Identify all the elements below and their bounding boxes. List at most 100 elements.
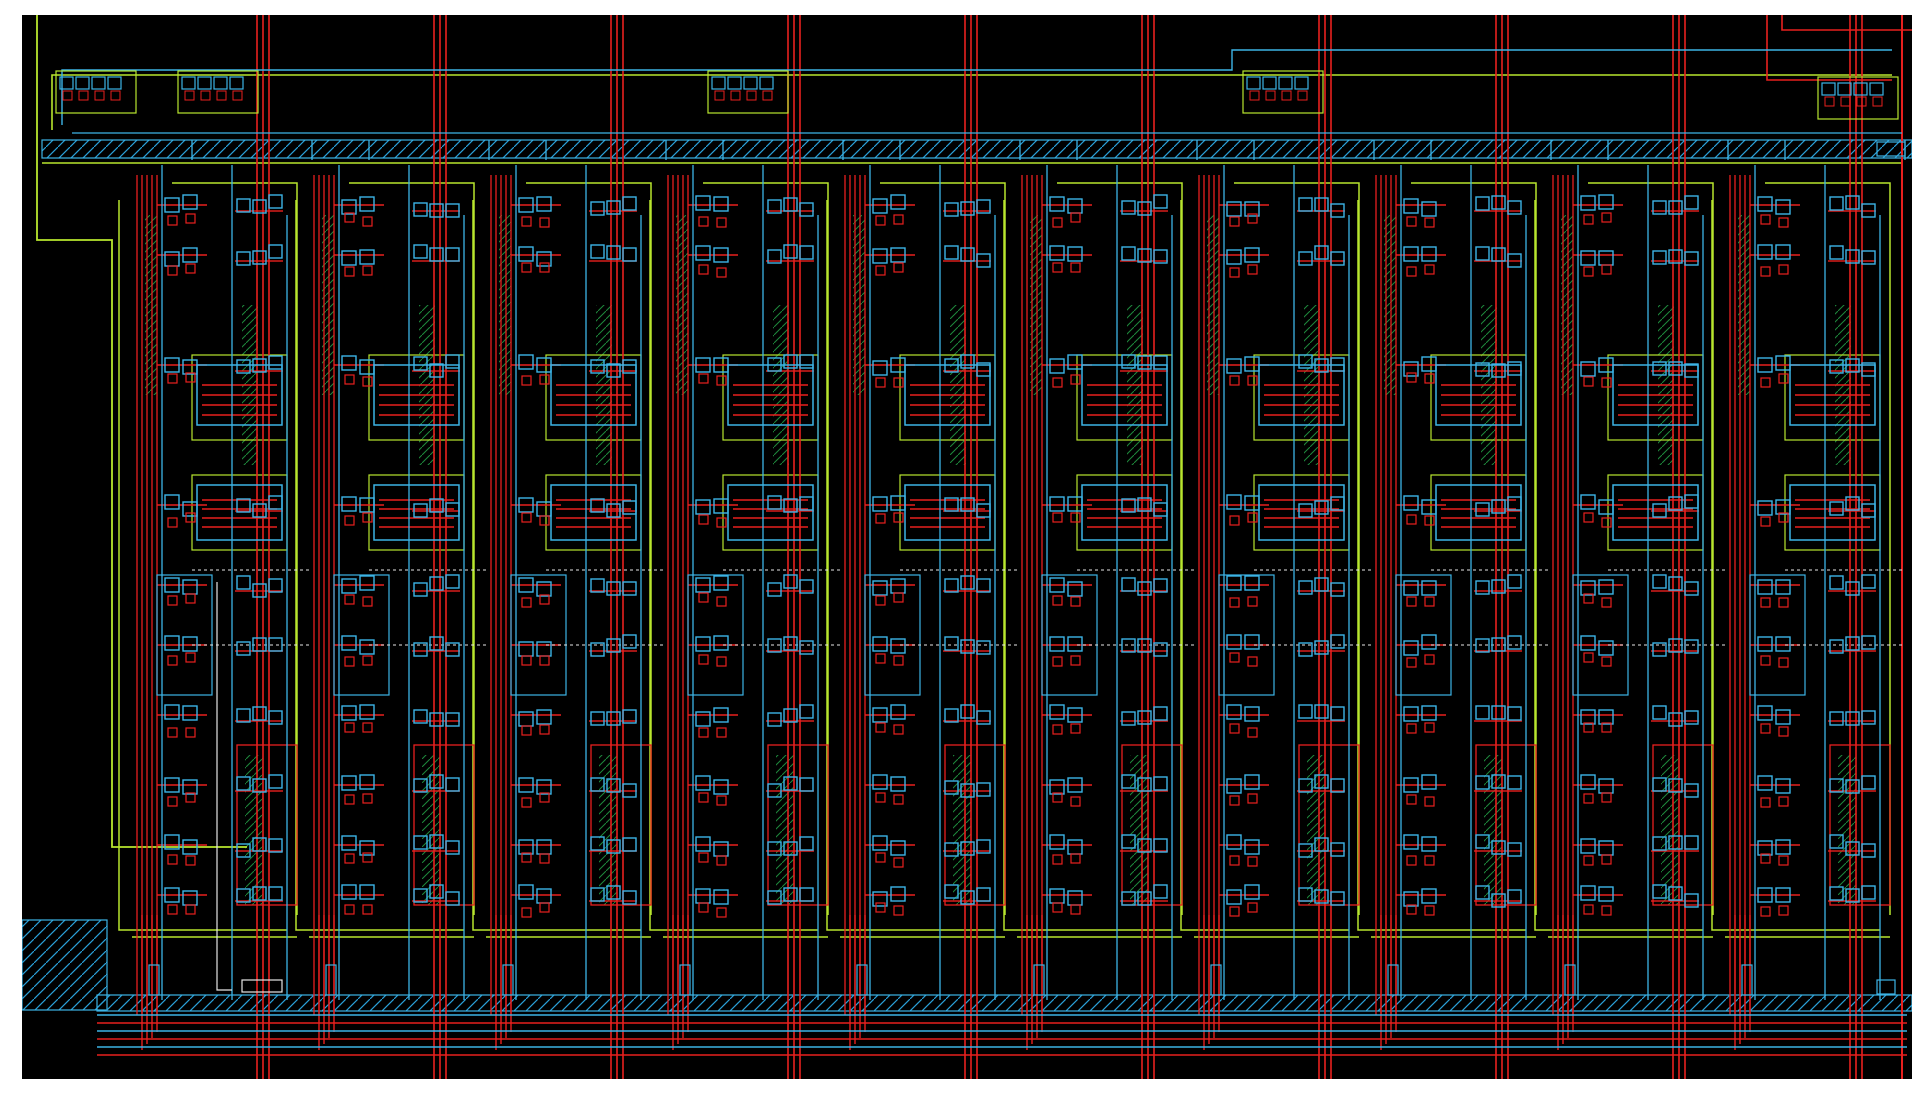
cell-r-4-1-2 xyxy=(976,253,991,268)
cell-r-8-8-1 xyxy=(1668,835,1683,850)
cell-l-3-3-1 xyxy=(713,498,729,514)
bus-tap-6 xyxy=(1210,964,1222,996)
block-b-1 xyxy=(373,484,460,541)
via-l-5-8-1 xyxy=(1070,853,1081,864)
cell-r-5-4-2 xyxy=(1153,578,1168,593)
cell-l-0-1-1 xyxy=(182,247,198,263)
corner-hatched-block xyxy=(22,919,108,1011)
cell-r-9-7-2 xyxy=(1861,775,1876,790)
cell-l-3-8-0 xyxy=(695,836,711,852)
cell-r-9-9-2 xyxy=(1861,885,1876,900)
cell-r-3-8-2 xyxy=(799,836,814,851)
via-l-6-2-1 xyxy=(1247,375,1258,386)
lower-block-8 xyxy=(1652,744,1714,906)
top-group-frame-3 xyxy=(1242,70,1324,114)
block-b-frame-6 xyxy=(1253,474,1350,551)
cell-r-2-7-0 xyxy=(590,777,605,792)
cell-r-4-5-2 xyxy=(976,640,991,655)
block-a-frame-7 xyxy=(1430,354,1527,441)
cell-r-3-6-1 xyxy=(783,708,798,723)
column-poly-right-0 xyxy=(172,182,298,915)
cell-r-6-5-0 xyxy=(1298,642,1313,657)
via-l-9-7-1 xyxy=(1778,796,1789,807)
cell-r-8-9-2 xyxy=(1684,893,1699,908)
cell-l-7-0-1 xyxy=(1421,201,1437,217)
cell-r-2-5-2 xyxy=(622,634,637,649)
cell-r-2-9-2 xyxy=(622,890,637,905)
green-strip-c-7 xyxy=(1484,755,1502,905)
green-strip-c-9 xyxy=(1838,755,1856,905)
via-l-5-4-0 xyxy=(1052,595,1063,606)
cell-l-0-5-0 xyxy=(164,635,180,651)
cell-l-6-1-0 xyxy=(1226,249,1242,265)
cell-l-2-9-1 xyxy=(536,888,552,904)
cell-r-6-3-2 xyxy=(1330,496,1345,511)
cell-r-9-3-1 xyxy=(1845,496,1860,511)
cell-r-6-4-2 xyxy=(1330,582,1345,597)
cell-r-4-4-1 xyxy=(960,575,975,590)
cell-r-0-3-2 xyxy=(268,495,283,510)
cell-r-2-3-1 xyxy=(606,503,621,518)
block-a-6 xyxy=(1258,364,1345,426)
cell-r-8-6-1 xyxy=(1668,712,1683,727)
cell-r-6-4-0 xyxy=(1298,580,1313,595)
cell-l-2-1-1 xyxy=(536,251,552,267)
column-poly-frame-5 xyxy=(1003,200,1172,931)
column-poly-right-5 xyxy=(1057,182,1183,915)
cell-r-4-4-2 xyxy=(976,578,991,593)
via-l-4-5-1 xyxy=(893,655,904,666)
cell-l-5-5-0 xyxy=(1049,636,1065,652)
layout-canvas[interactable] xyxy=(22,15,1912,1079)
via-l-3-6-0 xyxy=(698,727,709,738)
cell-l-1-1-0 xyxy=(341,250,357,266)
via-l-5-7-1 xyxy=(1070,796,1081,807)
via-l-4-8-0 xyxy=(875,852,886,863)
cell-l-5-9-1 xyxy=(1067,890,1083,906)
layout-drawing xyxy=(22,15,1912,1079)
cell-l-5-8-1 xyxy=(1067,839,1083,855)
cell-l-8-1-1 xyxy=(1598,250,1614,266)
cell-r-6-0-2 xyxy=(1330,203,1345,218)
via-l-6-4-0 xyxy=(1229,597,1240,608)
via-l-2-1-0 xyxy=(521,262,532,273)
cell-r-8-1-2 xyxy=(1684,251,1699,266)
cell-l-4-1-0 xyxy=(872,248,888,264)
cell-r-3-6-0 xyxy=(767,712,782,727)
cell-l-3-8-1 xyxy=(713,841,729,857)
cell-l-1-9-1 xyxy=(359,884,375,900)
cell-r-9-4-2 xyxy=(1861,574,1876,589)
top-contact-4-3 xyxy=(1872,96,1883,107)
cell-l-9-1-1 xyxy=(1775,244,1791,260)
top-contact-4-2 xyxy=(1856,96,1867,107)
mid-block-3 xyxy=(687,574,744,696)
cell-l-5-8-0 xyxy=(1049,834,1065,850)
cell-r-5-9-1 xyxy=(1137,891,1152,906)
cell-r-6-5-1 xyxy=(1314,640,1329,655)
cell-r-1-5-0 xyxy=(413,642,428,657)
via-l-6-7-1 xyxy=(1247,793,1258,804)
via-l-0-4-0 xyxy=(167,595,178,606)
via-l-9-6-1 xyxy=(1778,726,1789,737)
cell-l-2-3-1 xyxy=(536,501,552,517)
cell-l-2-1-0 xyxy=(518,246,534,262)
cell-l-1-8-1 xyxy=(359,840,375,856)
cell-r-1-1-2 xyxy=(445,247,460,262)
cell-r-3-5-2 xyxy=(799,640,814,655)
cell-r-3-8-0 xyxy=(767,841,782,856)
cell-r-1-2-2 xyxy=(445,354,460,369)
cell-l-7-9-1 xyxy=(1421,888,1437,904)
cell-l-0-6-1 xyxy=(182,705,198,721)
cell-r-1-1-1 xyxy=(429,247,444,262)
top-contact-1-0 xyxy=(184,90,195,101)
via-l-0-7-0 xyxy=(167,796,178,807)
cell-r-2-8-0 xyxy=(590,836,605,851)
cell-r-4-5-0 xyxy=(944,636,959,651)
cell-r-1-3-1 xyxy=(429,498,444,513)
cell-r-8-6-2 xyxy=(1684,710,1699,725)
cell-r-4-8-2 xyxy=(976,839,991,854)
via-l-8-3-1 xyxy=(1601,517,1612,528)
cell-r-0-0-1 xyxy=(252,199,267,214)
cell-r-8-5-0 xyxy=(1652,642,1667,657)
cell-l-6-9-0 xyxy=(1226,889,1242,905)
cell-l-9-3-0 xyxy=(1757,500,1773,516)
